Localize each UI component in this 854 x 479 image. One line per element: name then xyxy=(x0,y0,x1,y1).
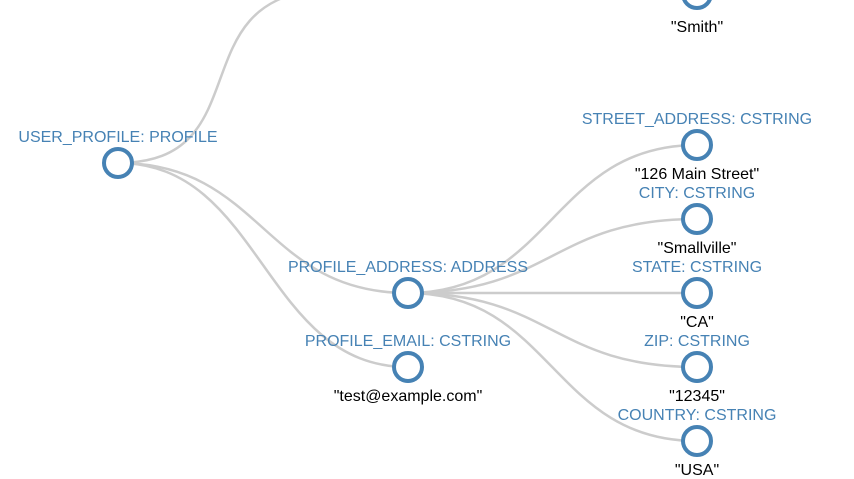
node-value: "test@example.com" xyxy=(334,388,483,405)
node-user-profile[interactable]: USER_PROFILE: PROFILE xyxy=(18,129,218,179)
node-value: "CA" xyxy=(680,314,714,331)
node-zip[interactable]: ZIP: CSTRING "12345" xyxy=(644,333,750,405)
link-address-to-street xyxy=(407,143,698,295)
node-profile-email[interactable]: PROFILE_EMAIL: CSTRING "test@example.com… xyxy=(305,333,511,405)
node-label: COUNTRY: CSTRING xyxy=(618,407,777,424)
node-value: "USA" xyxy=(675,462,719,479)
link-address-to-country xyxy=(407,291,698,443)
node-label: STATE: CSTRING xyxy=(632,259,762,276)
node-circle[interactable] xyxy=(102,147,134,179)
node-value: "Smith" xyxy=(671,19,723,36)
node-value: "12345" xyxy=(669,388,725,405)
node-city[interactable]: CITY: CSTRING "Smallville" xyxy=(639,185,755,257)
node-circle[interactable] xyxy=(681,203,713,235)
node-label: PROFILE_ADDRESS: ADDRESS xyxy=(288,259,528,276)
node-label: ZIP: CSTRING xyxy=(644,333,750,350)
node-label: PROFILE_EMAIL: CSTRING xyxy=(305,333,511,350)
node-state[interactable]: STATE: CSTRING "CA" xyxy=(632,259,762,331)
links xyxy=(117,0,698,443)
link-address-to-zip xyxy=(407,291,698,369)
node-value: "Smallville" xyxy=(658,240,737,257)
link-root-to-profile-address xyxy=(117,161,409,295)
node-circle[interactable] xyxy=(682,0,712,10)
node-country[interactable]: COUNTRY: CSTRING "USA" xyxy=(618,407,777,479)
node-circle[interactable] xyxy=(392,277,424,309)
node-street-address[interactable]: STREET_ADDRESS: CSTRING "126 Main Street… xyxy=(582,111,812,183)
node-circle[interactable] xyxy=(681,425,713,457)
node-label: CITY: CSTRING xyxy=(639,185,755,202)
node-value: "126 Main Street" xyxy=(635,166,759,183)
link-root-to-offscreen xyxy=(117,0,282,165)
link-root-to-profile-email xyxy=(117,161,409,369)
node-circle[interactable] xyxy=(681,129,713,161)
node-label: STREET_ADDRESS: CSTRING xyxy=(582,111,812,128)
node-label: USER_PROFILE: PROFILE xyxy=(18,129,217,146)
node-last-name[interactable]: "Smith" xyxy=(671,0,723,36)
node-circle[interactable] xyxy=(392,351,424,383)
node-profile-address[interactable]: PROFILE_ADDRESS: ADDRESS xyxy=(288,259,528,309)
node-circle[interactable] xyxy=(681,351,713,383)
link-address-to-city xyxy=(407,217,698,295)
node-circle[interactable] xyxy=(681,277,713,309)
